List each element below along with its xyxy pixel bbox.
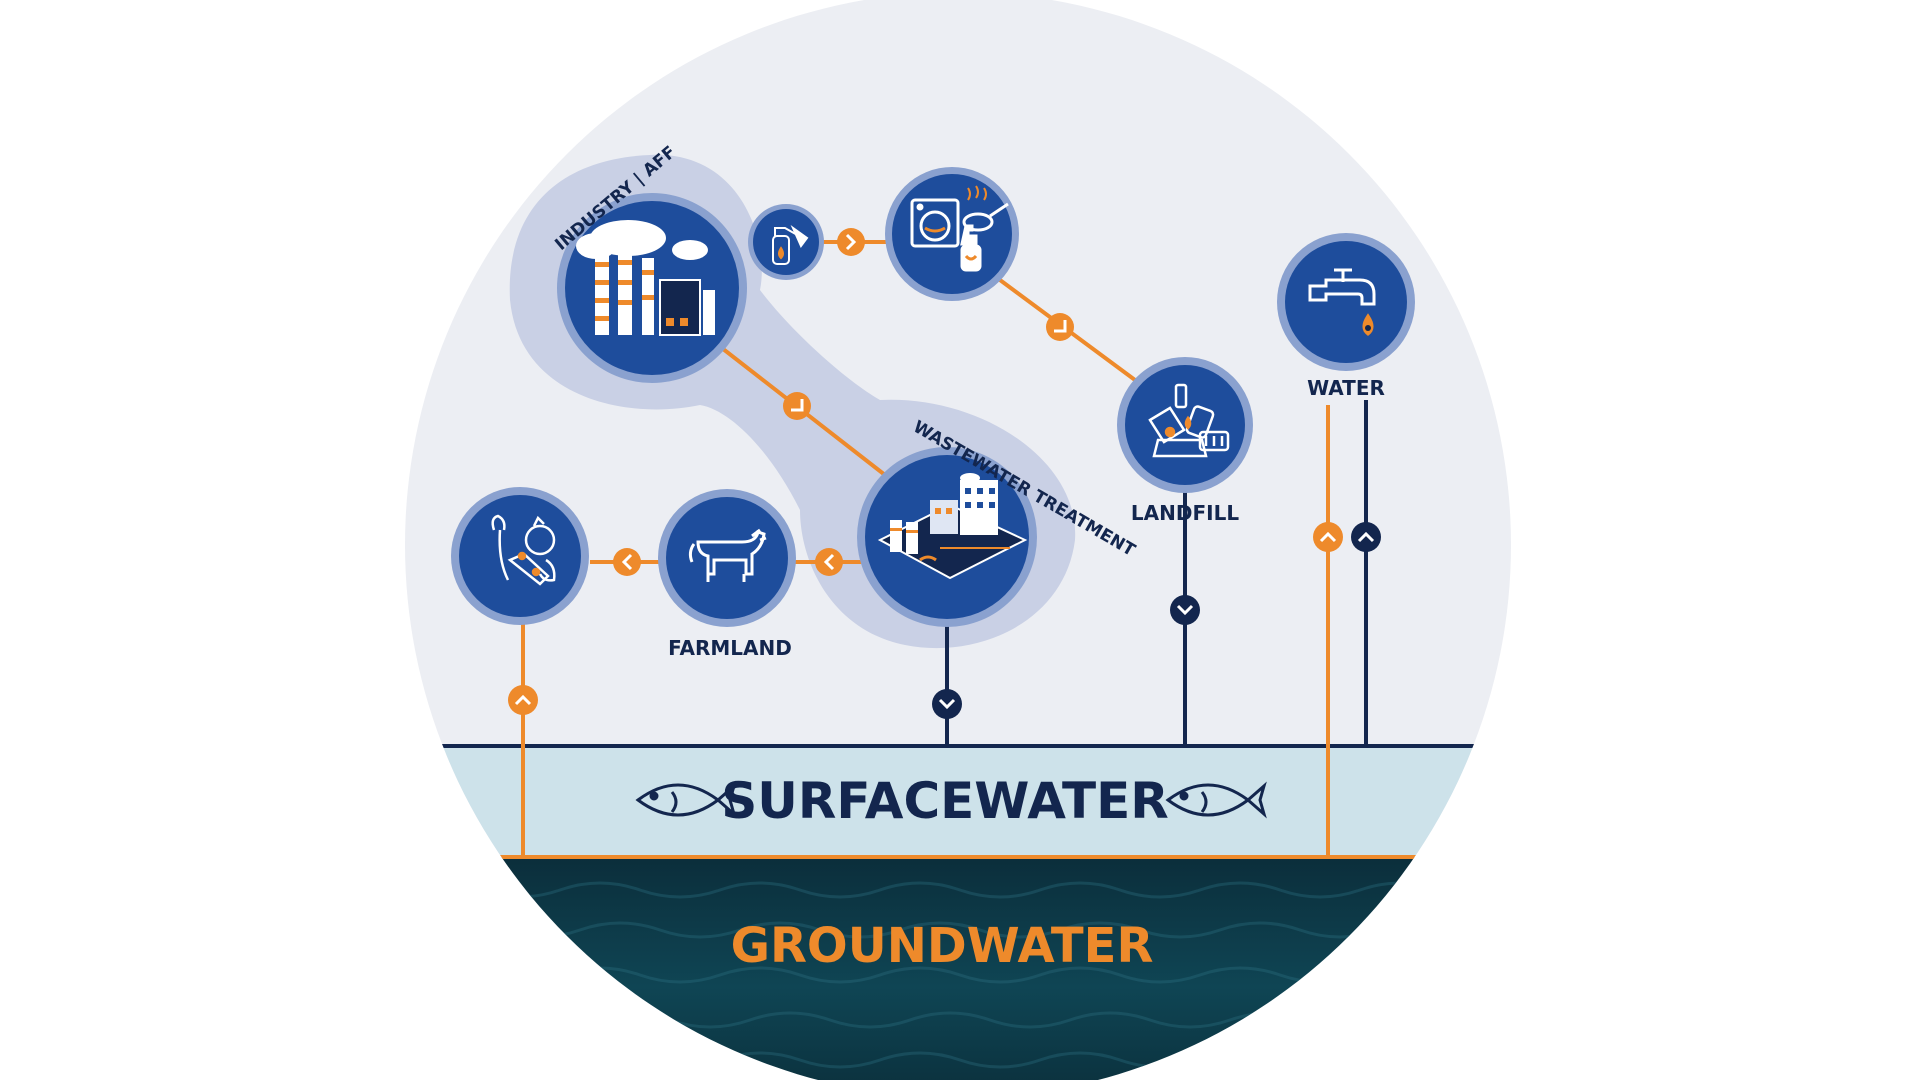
arrow-up-icon: [1313, 522, 1343, 552]
label-surfacewater: SURFACEWATER: [721, 772, 1169, 830]
treatment-plant-icon: [877, 473, 1028, 580]
landfill-waste-icon: [1148, 383, 1230, 458]
node-consumer: [885, 167, 1019, 301]
node-landfill: [1117, 357, 1253, 493]
node-wastewater: [857, 447, 1037, 627]
arrow-down-right-icon: [1046, 313, 1074, 341]
node-produce: [451, 487, 589, 625]
vegetables-icon: [491, 514, 556, 586]
arrow-up-icon: [508, 685, 538, 715]
arrow-up-icon: [1351, 522, 1381, 552]
node-farmland: [658, 489, 796, 627]
fish-icon: [1165, 781, 1267, 819]
label-farmland: FARMLAND: [668, 636, 792, 660]
arrow-right-icon: [837, 228, 865, 256]
arrow-down-right-icon: [783, 392, 811, 420]
label-water: WATER: [1307, 376, 1385, 400]
arrow-down-icon: [932, 689, 962, 719]
faucet-icon: [1308, 268, 1376, 336]
node-foam: [748, 204, 824, 280]
cow-icon: [688, 528, 767, 582]
factory-icon: [576, 220, 715, 336]
label-landfill: LANDFILL: [1131, 501, 1239, 525]
flow-arrows: [508, 228, 1381, 719]
extinguisher-icon: [772, 225, 809, 265]
arrow-down-icon: [1170, 595, 1200, 625]
fish-icon: [635, 781, 737, 819]
label-groundwater: GROUNDWATER: [731, 918, 1154, 974]
arrow-left-icon: [613, 548, 641, 576]
arrow-left-icon: [815, 548, 843, 576]
washing-machine-pan-icon: [910, 185, 1009, 272]
node-water: [1277, 233, 1415, 371]
node-industry: [557, 193, 747, 383]
